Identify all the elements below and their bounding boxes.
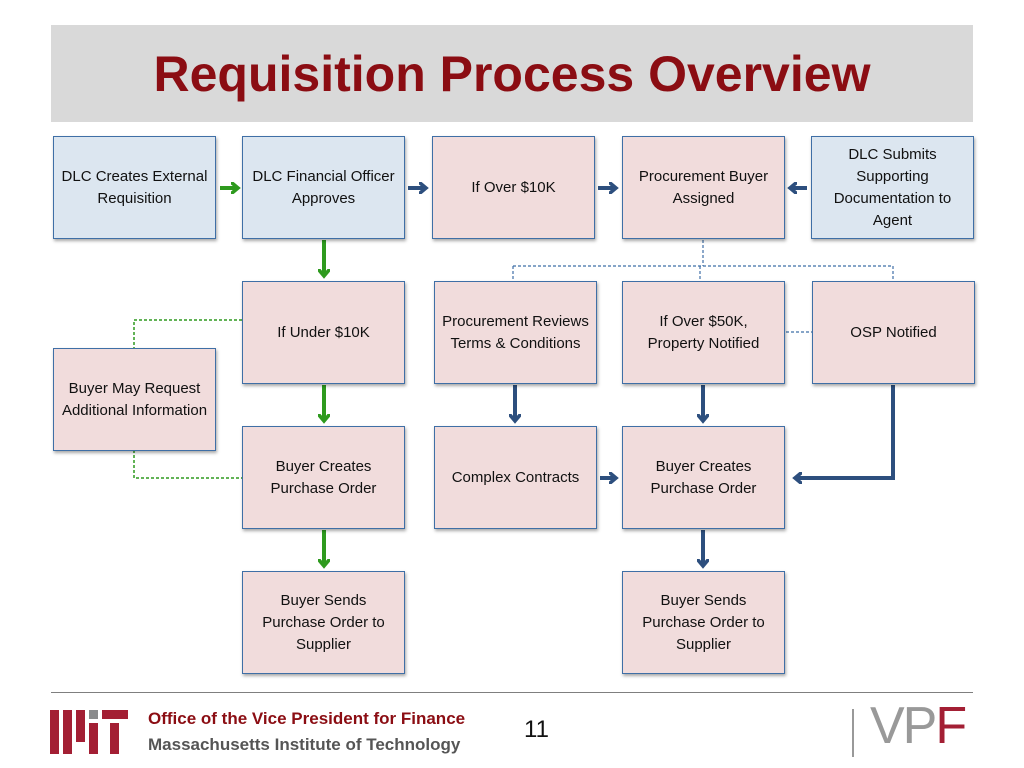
box-if-over-10k: If Over $10K xyxy=(432,136,595,239)
dashed-request-to-po xyxy=(133,450,242,479)
box-procurement-buyer: Procurement Buyer Assigned xyxy=(622,136,785,239)
vpf-logo: VPF xyxy=(870,697,967,755)
box-if-over-50k: If Over $50K, Property Notified xyxy=(622,281,785,384)
mit-logo-icon xyxy=(50,710,128,754)
box-buyer-sends-right: Buyer Sends Purchase Order to Supplier xyxy=(622,571,785,674)
arrow-osp-to-po xyxy=(795,385,895,478)
box-if-under-10k: If Under $10K xyxy=(242,281,405,384)
page-number: 11 xyxy=(524,716,549,743)
box-osp-notified: OSP Notified xyxy=(812,281,975,384)
box-buyer-may-request: Buyer May Request Additional Information xyxy=(53,348,216,451)
box-dlc-submits: DLC Submits Supporting Documentation to … xyxy=(811,136,974,239)
box-dlc-financial: DLC Financial Officer Approves xyxy=(242,136,405,239)
dashed-under10k-to-request xyxy=(133,319,242,348)
footer-institute-name: Massachusetts Institute of Technology xyxy=(148,735,461,754)
footer-divider xyxy=(51,692,973,693)
box-buyer-creates-po-left: Buyer Creates Purchase Order xyxy=(242,426,405,529)
title-bar: Requisition Process Overview xyxy=(51,25,973,122)
box-buyer-sends-left: Buyer Sends Purchase Order to Supplier xyxy=(242,571,405,674)
box-buyer-creates-po-right: Buyer Creates Purchase Order xyxy=(622,426,785,529)
box-procurement-reviews: Procurement Reviews Terms & Conditions xyxy=(434,281,597,384)
box-dlc-creates: DLC Creates External Requisition xyxy=(53,136,216,239)
vpf-divider xyxy=(852,709,854,757)
box-complex-contracts: Complex Contracts xyxy=(434,426,597,529)
slide-title: Requisition Process Overview xyxy=(153,45,871,102)
footer-office-name: Office of the Vice President for Finance xyxy=(148,709,466,728)
